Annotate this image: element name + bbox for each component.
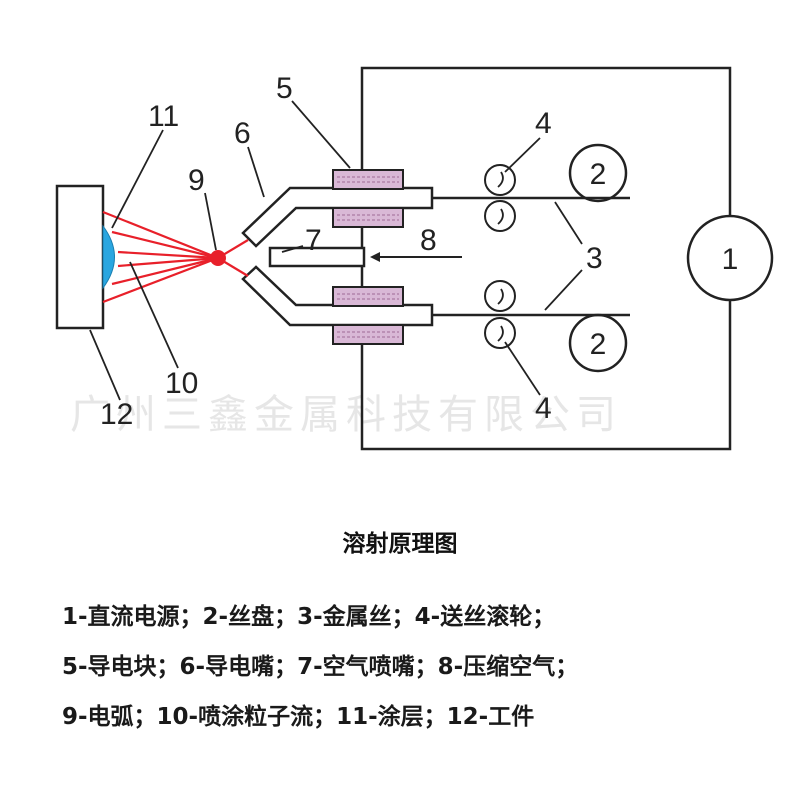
thermal-spray-diagram: 广州三鑫金属科技有限公司 1 2 2 xyxy=(55,66,774,451)
air-nozzle xyxy=(268,246,366,268)
diagram-caption: 溶射原理图 xyxy=(342,530,458,557)
label-wire: 3 xyxy=(586,242,603,275)
label-arc: 9 xyxy=(188,164,205,197)
feed-roller-bottom xyxy=(484,280,516,349)
label-wire-spool-bottom: 2 xyxy=(590,328,607,361)
label-compressed-air: 8 xyxy=(420,224,437,257)
spray-particle-stream xyxy=(102,210,249,304)
label-workpiece: 12 xyxy=(100,398,133,431)
feed-roller-top xyxy=(484,164,516,232)
conductive-block-pads xyxy=(332,169,404,345)
conductive-nozzle-bottom xyxy=(241,265,434,327)
workpiece xyxy=(55,184,105,330)
label-feed-roller-bottom: 4 xyxy=(535,392,552,425)
label-conductive-block: 5 xyxy=(276,72,293,105)
legend-line-3: 9-电弧；10-喷涂粒子流；11-涂层；12-工件 xyxy=(62,704,535,730)
watermark-text: 广州三鑫金属科技有限公司 xyxy=(70,392,622,438)
leader-lines xyxy=(89,100,583,401)
label-feed-roller-top: 4 xyxy=(535,107,552,140)
label-wire-spool-top: 2 xyxy=(590,158,607,191)
label-coating: 11 xyxy=(148,100,179,133)
conductive-nozzle-top xyxy=(241,186,434,248)
label-conductive-nozzle: 6 xyxy=(234,117,251,150)
label-air-nozzle: 7 xyxy=(305,224,322,257)
coating-layer xyxy=(102,224,115,290)
legend: 1-直流电源；2-丝盘；3-金属丝；4-送丝滚轮； 5-导电块；6-导电嘴；7-… xyxy=(62,592,782,742)
label-power-source: 1 xyxy=(722,243,739,276)
arc-point xyxy=(210,250,226,266)
power-source-circle xyxy=(686,214,774,302)
wire-spool-top xyxy=(568,143,628,203)
legend-line-1: 1-直流电源；2-丝盘；3-金属丝；4-送丝滚轮； xyxy=(62,604,556,630)
legend-line-2: 5-导电块；6-导电嘴；7-空气喷嘴；8-压缩空气； xyxy=(62,654,579,680)
label-particle-stream: 10 xyxy=(165,367,198,400)
